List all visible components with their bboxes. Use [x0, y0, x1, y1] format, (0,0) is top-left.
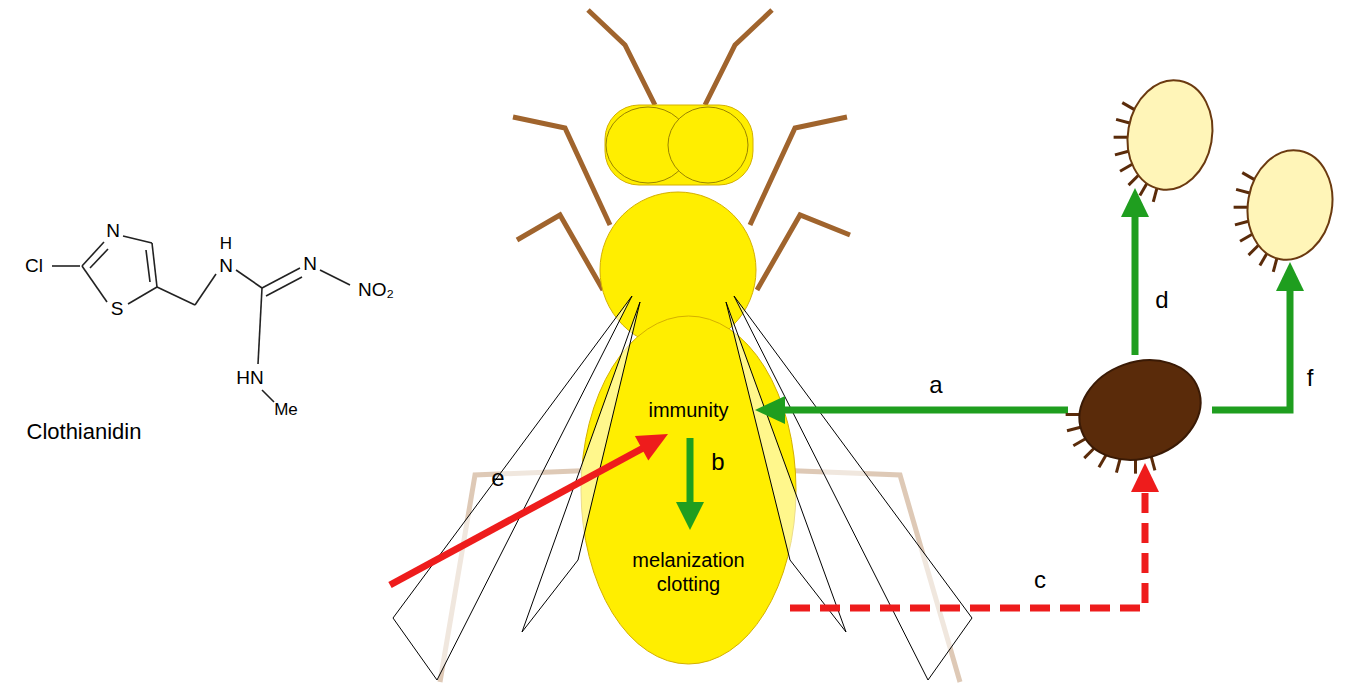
atom-label: N — [219, 256, 233, 275]
label-anchor: e — [491, 466, 504, 490]
arrow-letter: f — [1307, 366, 1314, 390]
arrow-head — [1121, 188, 1149, 217]
mite-leg — [1235, 219, 1249, 227]
label-anchor: H — [220, 235, 232, 253]
mite-body — [1065, 344, 1214, 477]
arrow-letter: e — [491, 466, 504, 490]
label-anchor: a — [929, 373, 942, 397]
bee-head — [605, 105, 753, 185]
mite-leg — [1112, 459, 1123, 473]
red-arrows — [390, 434, 1159, 608]
arrow-b — [687, 438, 694, 505]
compound-name: Clothianidin — [27, 421, 142, 443]
outcome-label: melanization clotting — [614, 548, 764, 596]
arrow-e — [390, 447, 645, 585]
mite-leg — [1236, 189, 1250, 193]
bee-abdomen — [581, 316, 796, 664]
label-anchor: N — [219, 256, 233, 276]
mite-leg — [1153, 188, 1157, 202]
mite-leg — [1066, 410, 1080, 419]
bee-wings — [393, 296, 972, 680]
mites — [1052, 71, 1340, 494]
label-anchor: N — [106, 221, 120, 241]
mite-leg — [1096, 455, 1109, 467]
arrow-head — [755, 396, 785, 424]
mite-leg — [1150, 457, 1156, 471]
label-anchor: c — [1034, 568, 1046, 592]
arrow-f — [1212, 290, 1290, 410]
mite-leg — [1140, 183, 1147, 197]
atom-label: Cl — [25, 256, 43, 275]
mite-body — [1119, 74, 1221, 197]
atom-label: N — [303, 254, 317, 273]
process-label: immunity — [609, 398, 769, 422]
label-anchor: Cl — [25, 256, 43, 276]
atom-label: H — [220, 235, 232, 252]
mite-leg — [1121, 103, 1135, 110]
atom-label: NO₂ — [358, 280, 394, 299]
label-anchor: HN — [236, 368, 263, 388]
atom-label: Me — [274, 401, 298, 418]
mite-leg — [1131, 460, 1140, 474]
label-anchor: d — [1155, 288, 1168, 312]
label-anchor: NO₂ — [358, 280, 394, 300]
mite — [1052, 344, 1219, 494]
arrow-c — [790, 492, 1145, 608]
bee-legs — [440, 10, 960, 682]
label-anchor: f — [1307, 366, 1314, 390]
atom-label: HN — [236, 368, 263, 387]
mite-body — [1239, 144, 1341, 267]
mite-leg — [1120, 162, 1132, 173]
mite-leg — [1067, 426, 1081, 432]
label-anchor: N — [303, 254, 317, 274]
arrow-head — [1276, 262, 1304, 291]
label-anchor: b — [711, 450, 724, 474]
mite-leg — [1082, 448, 1096, 458]
arrow-letter: d — [1155, 288, 1168, 312]
arrow-head — [676, 502, 704, 530]
mite-leg — [1114, 135, 1128, 140]
arrow-a — [782, 407, 1068, 414]
arrow-letter: a — [929, 373, 942, 397]
bee-eye — [668, 107, 748, 183]
molecule-bonds — [52, 236, 350, 402]
arrow-d — [1132, 215, 1139, 355]
label-anchor: S — [111, 299, 124, 319]
abdomen-shape: immunity melanization clotting — [580, 315, 797, 665]
arrow-letter: c — [1034, 568, 1046, 592]
mite-leg — [1234, 205, 1248, 210]
atom-label: N — [106, 221, 120, 240]
mite-leg — [1116, 119, 1130, 123]
mite — [1223, 141, 1341, 280]
mite-leg — [1240, 232, 1252, 243]
arrow-head — [635, 434, 668, 461]
green-arrows — [676, 188, 1304, 530]
mite-leg — [1241, 173, 1255, 180]
mite — [1103, 71, 1221, 210]
mite-leg — [1115, 149, 1129, 157]
mite-leg — [1129, 174, 1139, 187]
mite-leg — [1249, 244, 1259, 257]
mite-leg — [1073, 439, 1087, 446]
mite-leg — [1260, 253, 1267, 267]
arrow-head — [1131, 463, 1159, 492]
abdomen-outline — [580, 315, 797, 665]
label-anchor: Clothianidin — [27, 421, 142, 443]
mite-leg — [1273, 258, 1277, 272]
label-anchor: Me — [274, 401, 298, 419]
arrow-letter: b — [711, 450, 724, 474]
atom-label: S — [111, 299, 124, 318]
